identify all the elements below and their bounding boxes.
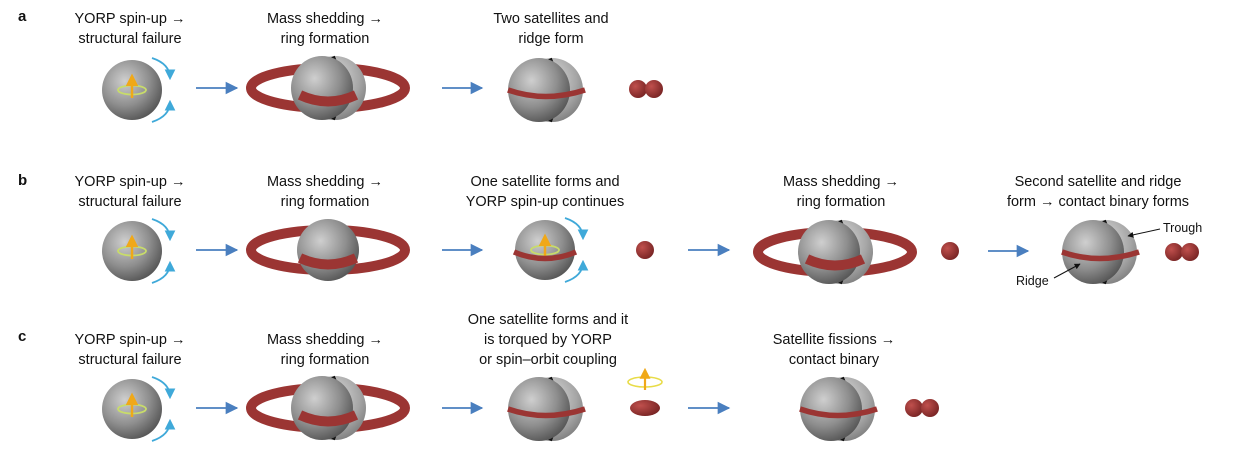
double-satellite-a [629, 80, 663, 98]
ring-asteroid-b2 [758, 220, 912, 284]
satellite-b-1 [636, 241, 654, 259]
ring-asteroid-a [251, 56, 405, 120]
ring-asteroid-c [251, 376, 405, 440]
satellite-b-2 [941, 242, 959, 260]
caption-a-2: Mass shedding →ring formation [266, 11, 384, 47]
spinning-asteroid-b [102, 219, 170, 283]
spinning-ridge-asteroid-b [512, 218, 583, 282]
panel-label-b: b [18, 172, 28, 189]
double-satellite-b [1165, 243, 1199, 261]
caption-a-1: YORP spin-up →structural failure [74, 11, 186, 47]
torqued-satellite-c [627, 367, 663, 416]
ridge-asteroid-a [508, 58, 585, 122]
caption-c-1: YORP spin-up →structural failure [74, 332, 186, 368]
panel-label-c: c [18, 328, 27, 345]
spinning-asteroid-c [102, 377, 170, 441]
caption-c-2: Mass shedding →ring formation [266, 332, 384, 368]
spinning-asteroid-a [102, 58, 170, 122]
double-satellite-c [905, 399, 939, 417]
ring-asteroid-b [251, 219, 405, 281]
caption-b-4: Mass shedding →ring formation [782, 174, 900, 210]
ridge-label: Ridge [1016, 274, 1049, 288]
caption-b-1: YORP spin-up →structural failure [74, 174, 186, 210]
caption-b-2: Mass shedding →ring formation [266, 174, 384, 210]
contact-binary-asteroid-b [1062, 220, 1139, 284]
ridge-pointer [1053, 263, 1081, 279]
contact-binary-asteroid-c [800, 377, 877, 441]
trough-label: Trough [1163, 221, 1203, 235]
caption-c-4: Satellite fissions →contact binary [772, 332, 896, 368]
ridge-asteroid-c [508, 377, 585, 441]
panel-label-a: a [18, 8, 27, 25]
trough-pointer [1127, 228, 1161, 238]
